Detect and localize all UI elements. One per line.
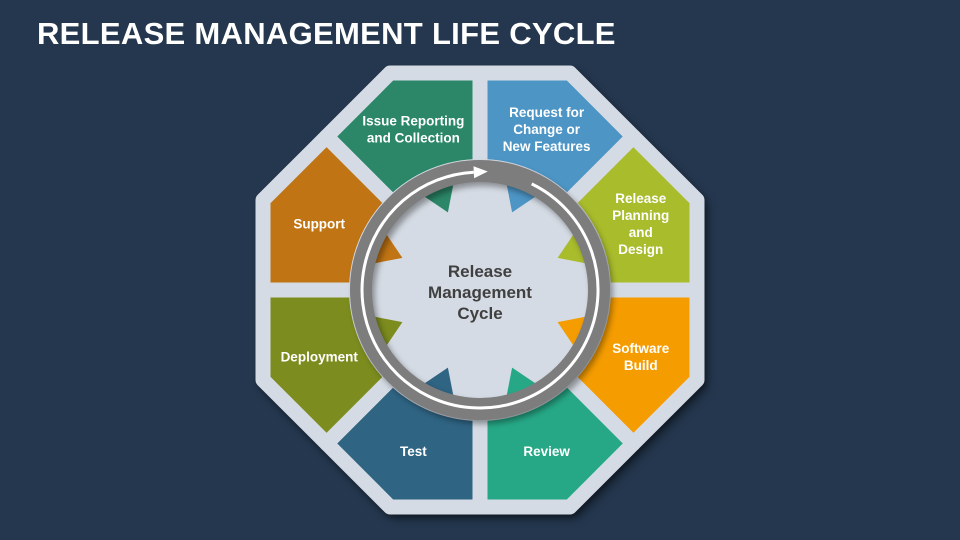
cycle-arrow-head	[473, 166, 488, 179]
segment-review-label: Review	[523, 443, 570, 458]
center-disc	[349, 159, 611, 421]
segment-test-label: Test	[400, 443, 427, 458]
slide-title: RELEASE MANAGEMENT LIFE CYCLE	[37, 16, 616, 51]
cycle-arrow	[360, 170, 600, 410]
segment-deployment-label: Deployment	[281, 349, 359, 364]
segment-support-label: Support	[293, 216, 345, 231]
